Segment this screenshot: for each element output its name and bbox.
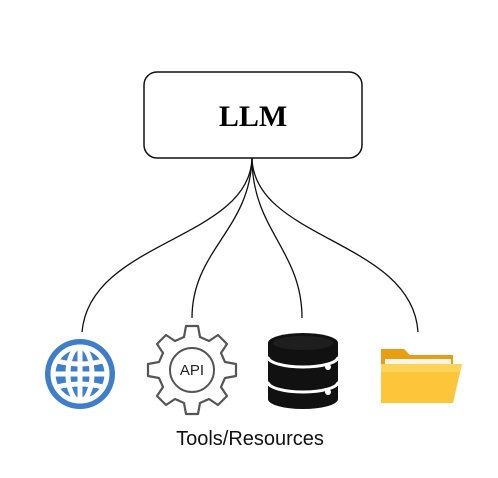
- connector-database: [251, 157, 303, 319]
- connector-folder: [251, 157, 419, 333]
- llm-box: [143, 71, 363, 159]
- tools-resources-caption: Tools/Resources: [176, 428, 324, 450]
- connectors: [81, 157, 419, 333]
- globe-icon: [45, 339, 115, 409]
- llm-node: LLM: [143, 71, 363, 159]
- connector-api: [191, 157, 253, 319]
- api-label: API: [180, 362, 204, 379]
- folder-icon: [381, 349, 462, 403]
- api-gear-icon: API: [146, 324, 238, 416]
- llm-label: LLM: [219, 100, 287, 133]
- database-icon: [266, 333, 340, 409]
- connector-globe: [81, 157, 253, 333]
